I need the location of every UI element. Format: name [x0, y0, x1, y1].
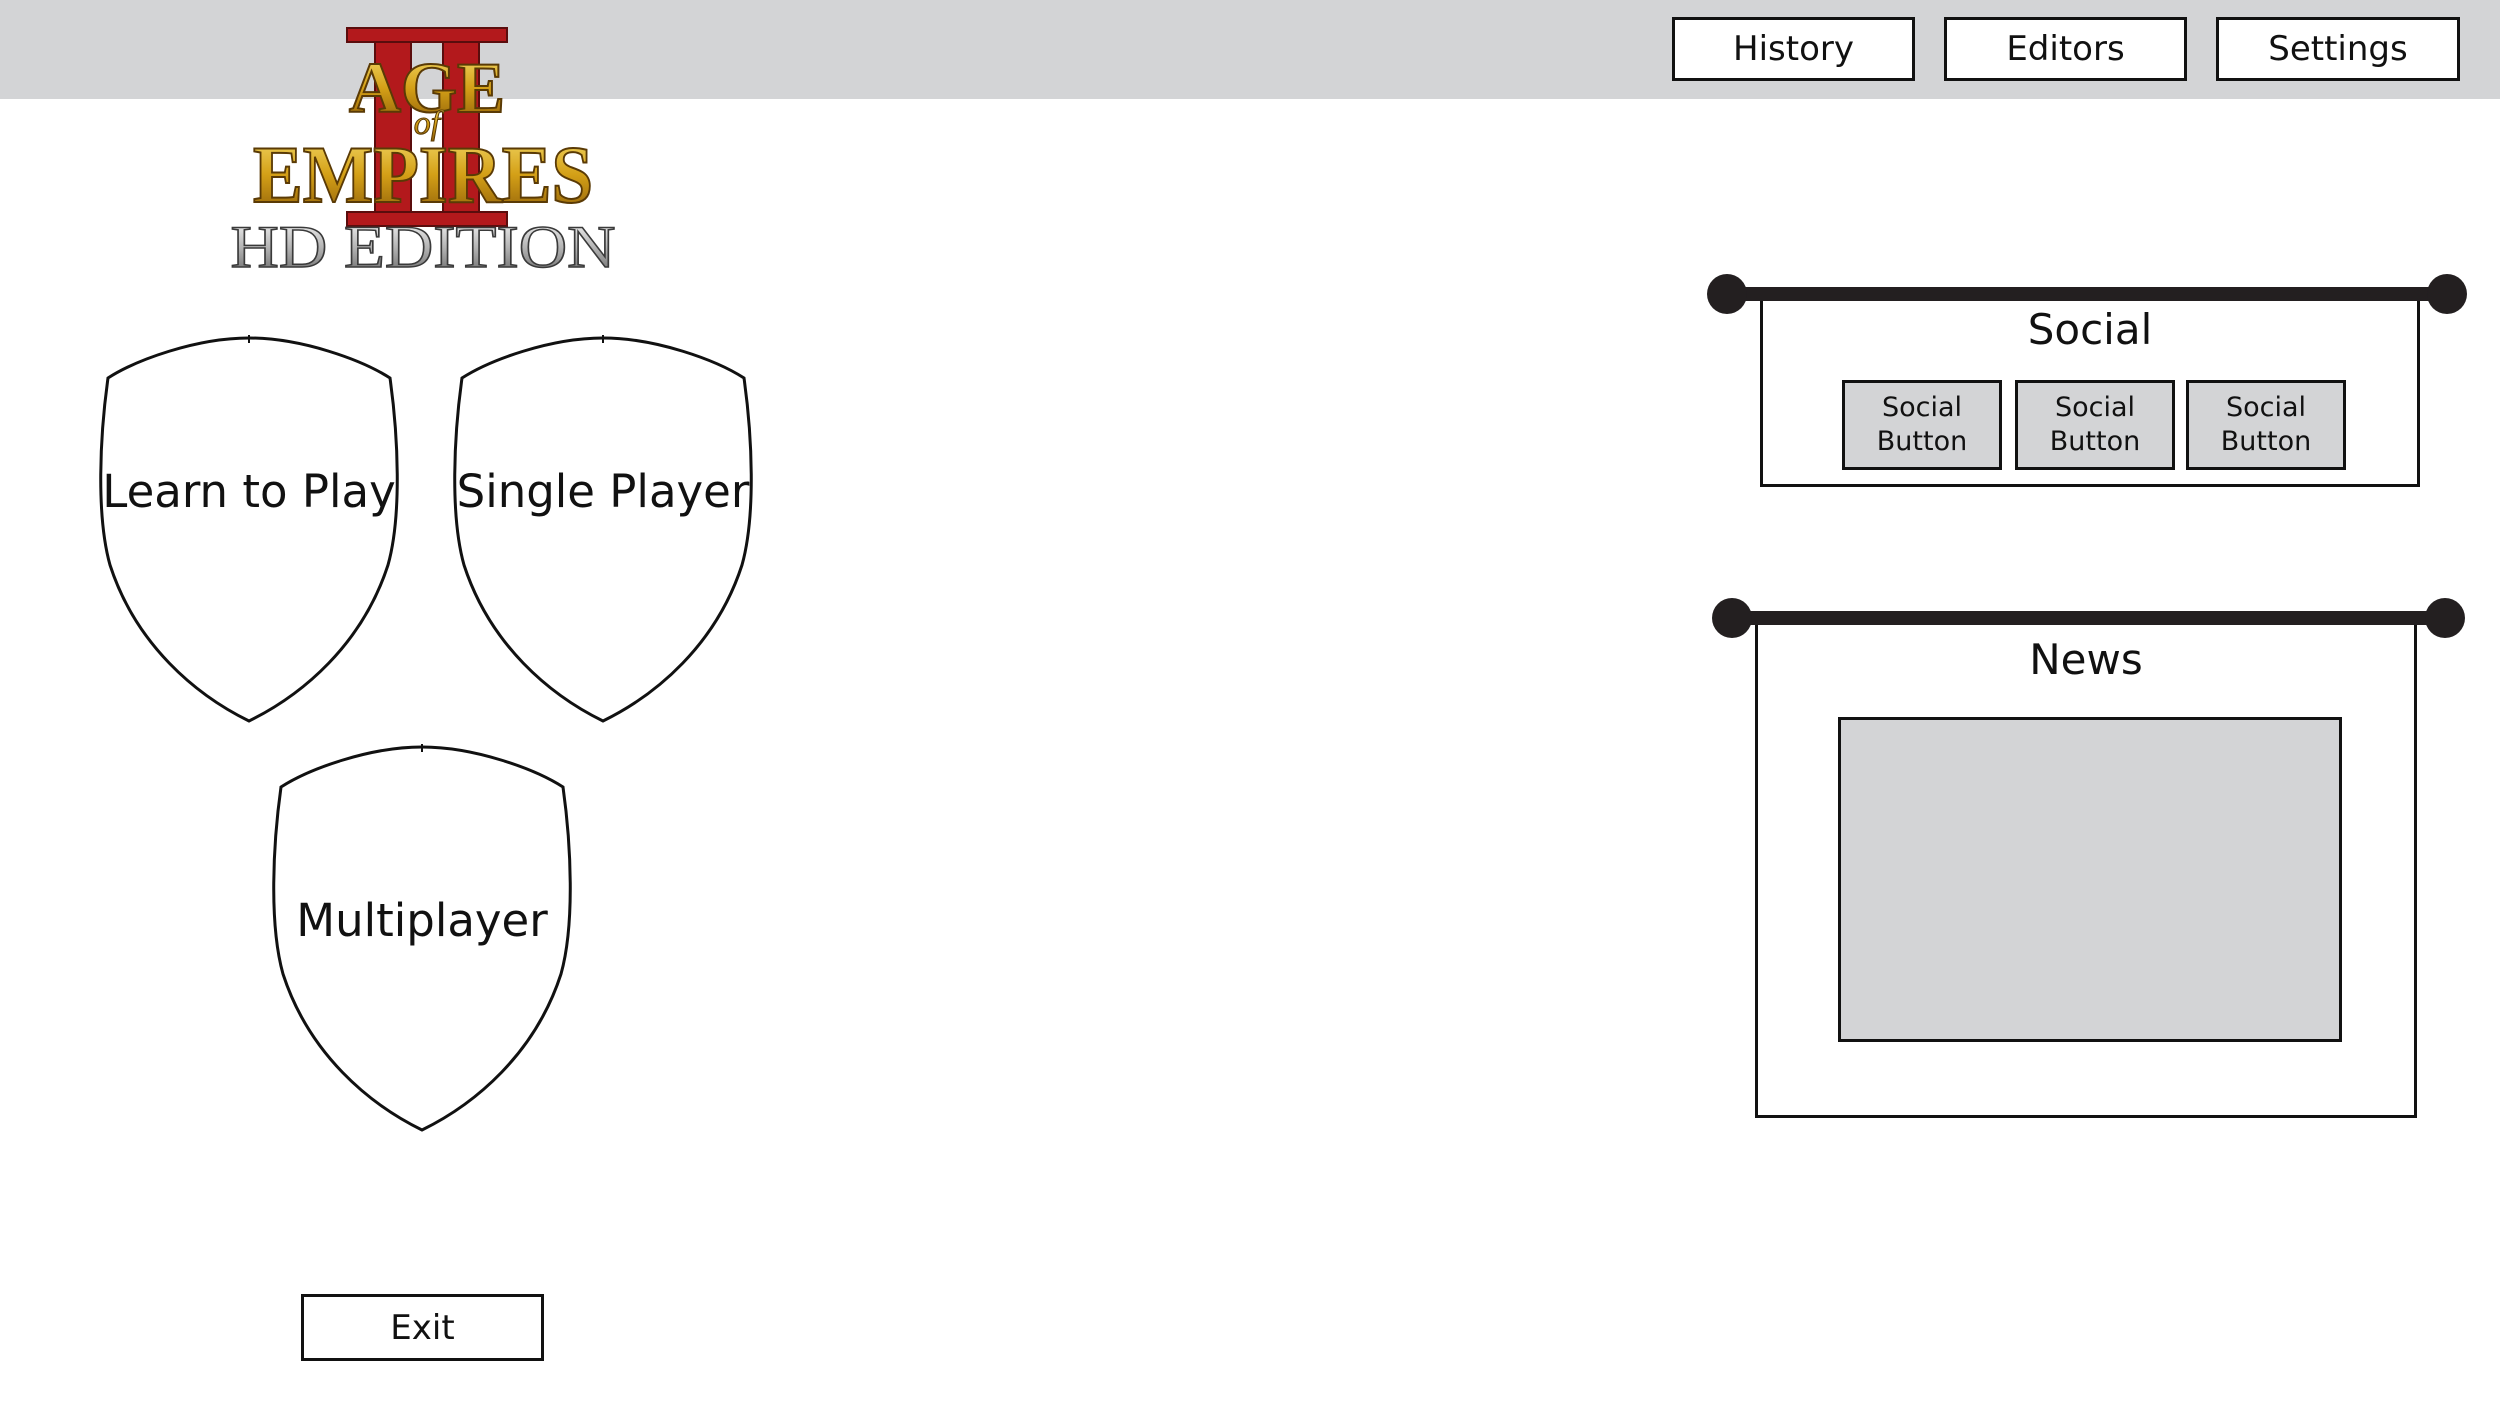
shield-icon [99, 335, 399, 723]
editors-button[interactable]: Editors [1944, 17, 2187, 81]
svg-text:of: of [414, 105, 445, 142]
social-title: Social [2027, 305, 2153, 354]
news-content-area[interactable] [1838, 717, 2342, 1042]
news-title: News [2029, 635, 2143, 684]
single-player-button[interactable]: Single Player [450, 335, 756, 724]
learn-to-play-button[interactable]: Learn to Play [96, 335, 402, 724]
svg-text:AGE: AGE [349, 48, 505, 128]
exit-button[interactable]: Exit [301, 1294, 544, 1361]
svg-text:HD EDITION: HD EDITION [231, 214, 616, 277]
social-panel-rod [1707, 274, 2467, 314]
svg-text:EMPIRES: EMPIRES [253, 129, 593, 220]
multiplayer-button[interactable]: Multiplayer [269, 744, 575, 1133]
multiplayer-label: Multiplayer [296, 894, 548, 947]
single-player-label: Single Player [456, 465, 750, 518]
game-logo: II AGE of EMPIRES HD EDITION [225, 22, 630, 281]
news-panel-rod [1712, 598, 2465, 638]
shield-icon [453, 335, 753, 723]
history-button[interactable]: History [1672, 17, 1915, 81]
shield-icon [272, 744, 572, 1132]
settings-button[interactable]: Settings [2216, 17, 2460, 81]
learn-to-play-label: Learn to Play [102, 465, 396, 518]
